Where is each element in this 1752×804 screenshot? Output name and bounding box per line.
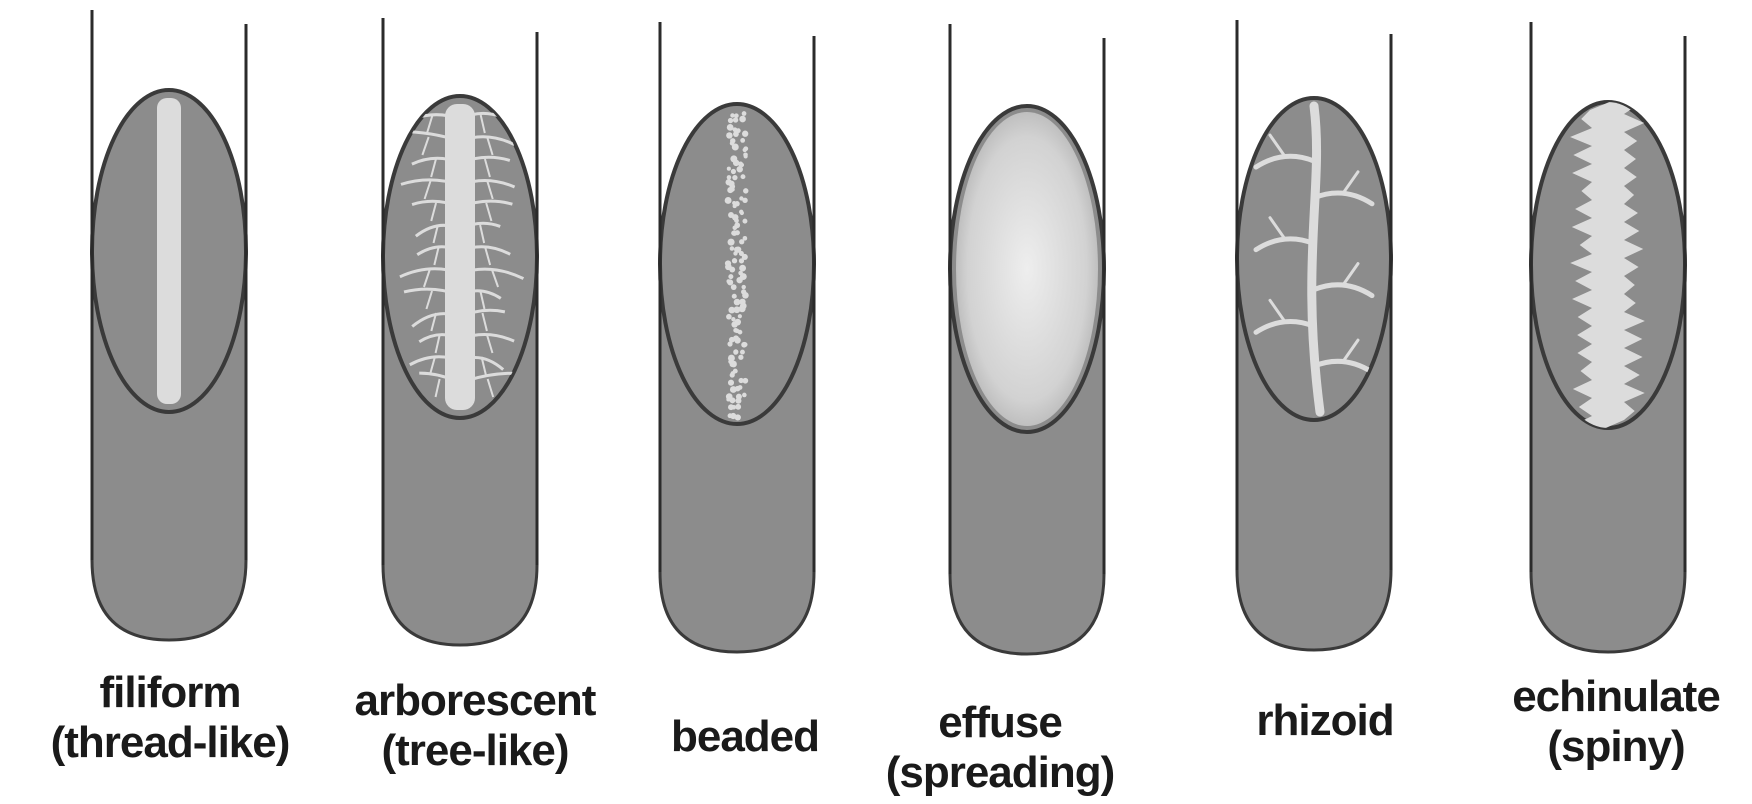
tube-echinulate (1531, 22, 1685, 652)
label-echinulate-line1: echinulate (1480, 672, 1752, 722)
tube-effuse (950, 24, 1104, 654)
label-echinulate: echinulate (spiny) (1480, 672, 1752, 772)
tube-filiform (92, 10, 246, 640)
tube-filiform-growth (157, 98, 181, 404)
label-effuse: effuse (spreading) (850, 698, 1150, 798)
tube-beaded (660, 22, 814, 652)
tube-beaded-slant (660, 104, 814, 424)
tube-effuse-growth (956, 112, 1098, 426)
label-arborescent-line1: arborescent (330, 676, 620, 726)
label-beaded-line1: beaded (630, 712, 860, 762)
tube-rhizoid (1237, 20, 1391, 650)
label-filiform-line2: (thread-like) (40, 718, 300, 768)
label-beaded: beaded (630, 712, 860, 762)
label-filiform: filiform (thread-like) (40, 668, 300, 768)
label-arborescent-line2: (tree-like) (330, 726, 620, 776)
label-filiform-line1: filiform (40, 668, 300, 718)
label-arborescent: arborescent (tree-like) (330, 676, 620, 776)
label-rhizoid-line1: rhizoid (1220, 696, 1430, 746)
label-effuse-line2: (spreading) (850, 748, 1150, 798)
label-echinulate-line2: (spiny) (1480, 722, 1752, 772)
label-effuse-line1: effuse (850, 698, 1150, 748)
label-rhizoid: rhizoid (1220, 696, 1430, 746)
tube-arborescent (383, 18, 537, 645)
